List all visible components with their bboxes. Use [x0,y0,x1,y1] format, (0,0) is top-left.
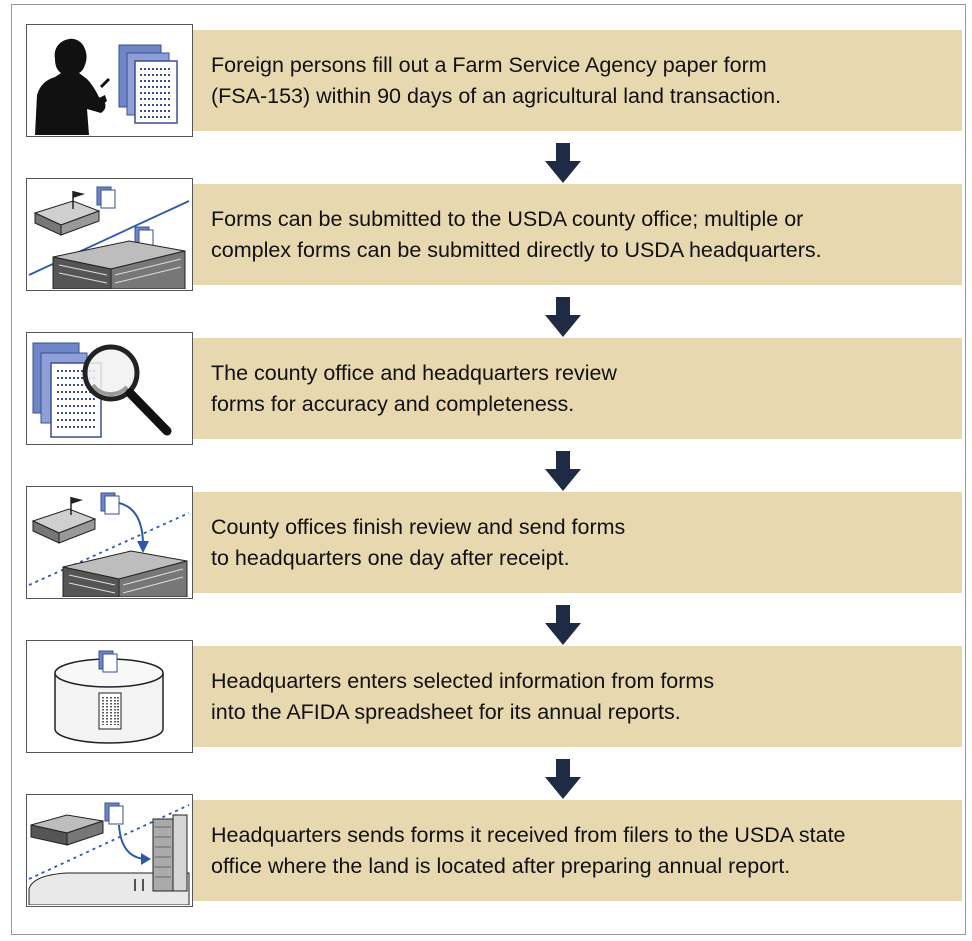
step-6-line-1: Headquarters sends forms it received fro… [211,822,846,847]
step-6-band [186,800,962,901]
down-arrow-icon [543,605,583,645]
step-1-text: Foreign persons fill out a Farm Service … [211,30,950,131]
step-3: The county office and headquarters revie… [26,332,962,445]
step-2-band [186,184,962,285]
step-2-text: Forms can be submitted to the USDA count… [211,184,950,285]
step-2-line-1: Forms can be submitted to the USDA count… [211,206,804,231]
step-4-band [186,492,962,593]
step-6-text: Headquarters sends forms it received fro… [211,800,950,901]
step-5-line-1: Headquarters enters selected information… [211,668,715,693]
step-1-line-2: (FSA-153) within 90 days of an agricultu… [211,83,782,108]
step-3-line-1: The county office and headquarters revie… [211,360,617,385]
flowchart-frame [11,4,966,935]
down-arrow-icon [543,143,583,183]
forms-sent-to-state-office-icon [26,794,193,907]
down-arrow-icon [543,759,583,799]
step-1-band [186,30,962,131]
step-4-line-2: to headquarters one day after receipt. [211,545,570,570]
step-5-line-2: into the AFIDA spreadsheet for its annua… [211,699,681,724]
magnifying-glass-review-icon [26,332,193,445]
down-arrow-icon [543,297,583,337]
forms-sent-to-headquarters-icon [26,486,193,599]
step-6-line-2: office where the land is located after p… [211,853,791,878]
person-filling-form-icon [26,24,193,137]
step-5: Headquarters enters selected information… [26,640,962,753]
step-3-line-2: forms for accuracy and completeness. [211,391,575,416]
step-1: Foreign persons fill out a Farm Service … [26,24,962,137]
step-5-band [186,646,962,747]
county-office-and-headquarters-icon [26,178,193,291]
step-3-text: The county office and headquarters revie… [211,338,950,439]
step-4-line-1: County offices finish review and send fo… [211,514,626,539]
step-6: Headquarters sends forms it received fro… [26,794,962,907]
step-3-band [186,338,962,439]
step-2-line-2: complex forms can be submitted directly … [211,237,822,262]
step-5-text: Headquarters enters selected information… [211,646,950,747]
step-2: Forms can be submitted to the USDA count… [26,178,962,291]
step-4: County offices finish review and send fo… [26,486,962,599]
step-1-line-1: Foreign persons fill out a Farm Service … [211,52,767,77]
step-4-text: County offices finish review and send fo… [211,492,950,593]
database-spreadsheet-icon [26,640,193,753]
down-arrow-icon [543,451,583,491]
